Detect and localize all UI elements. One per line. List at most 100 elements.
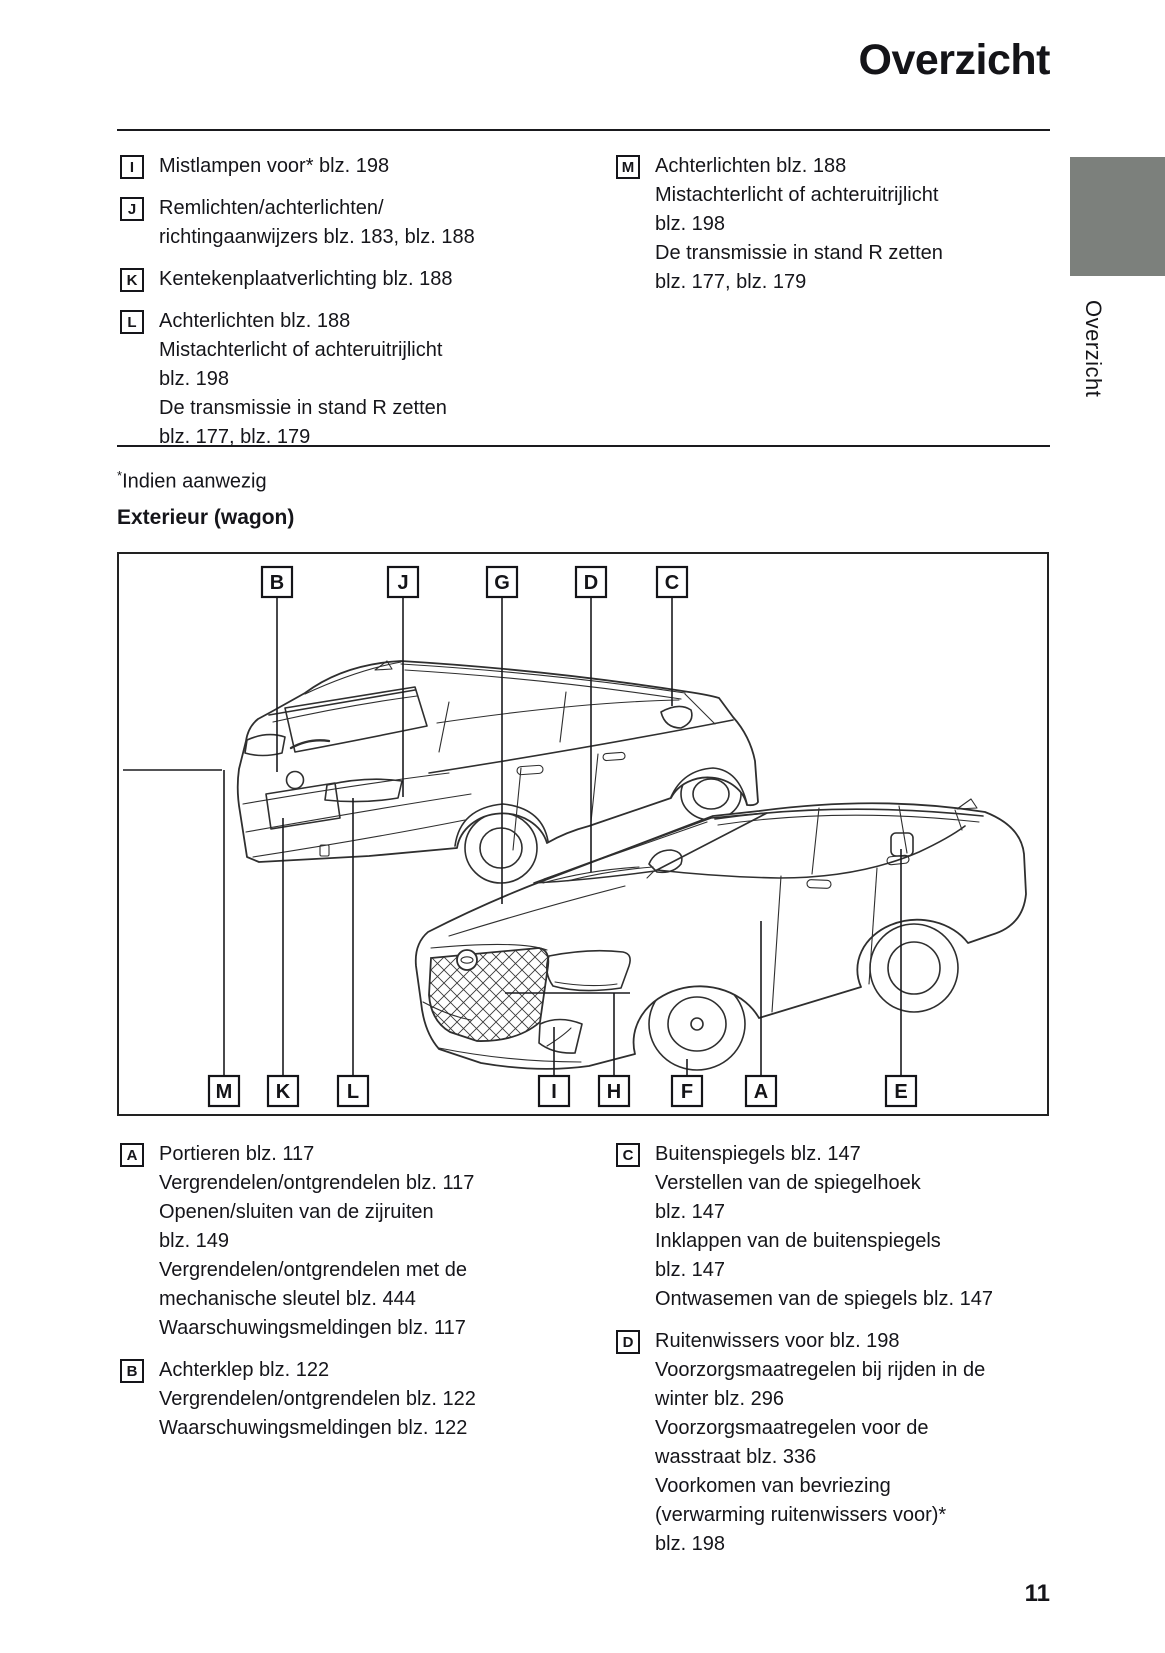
callout-box-K	[266, 1074, 300, 1108]
list-item-D: D Ruitenwissers voor blz. 198 Voorzorgsm…	[616, 1327, 1056, 1559]
item-marker: D	[616, 1330, 640, 1354]
item-line: mechanische sleutel blz. 444	[159, 1288, 416, 1310]
callout-letter: C	[665, 572, 679, 594]
item-line: wasstraat blz. 336	[655, 1446, 817, 1468]
leader-lines	[123, 597, 902, 1076]
footnote: *Indien aanwezig	[117, 468, 267, 494]
wagon-rear-view	[236, 660, 759, 884]
bottom-left-column: A Portieren blz. 117 Vergrendelen/ontgre…	[120, 1140, 585, 1456]
page-title: Overzicht	[858, 36, 1051, 84]
callout-box-H	[597, 1074, 631, 1108]
callout-box-A	[744, 1074, 778, 1108]
item-lines: Ruitenwissers voor blz. 198 Voorzorgsmaa…	[655, 1327, 985, 1559]
item-lines: Remlichten/achterlichten/ richtingaanwij…	[159, 194, 475, 252]
callout-letter: A	[754, 1081, 768, 1103]
item-line: (verwarming ruitenwissers voor)*	[655, 1504, 947, 1526]
callout-box-G	[485, 565, 519, 599]
chapter-tab-label: Overzicht	[1081, 300, 1106, 398]
callout-box-M	[207, 1074, 241, 1108]
page-number: 11	[1024, 1580, 1050, 1607]
item-line: winter blz. 296	[655, 1388, 784, 1410]
callout-box-B	[260, 565, 294, 599]
callout-letter: F	[681, 1081, 693, 1103]
callout-letter: E	[894, 1081, 907, 1103]
item-line: Portieren blz. 117	[159, 1143, 315, 1165]
item-line: richtingaanwijzers blz. 183, blz. 188	[159, 226, 475, 248]
item-marker: I	[120, 155, 144, 179]
list-item-J: J Remlichten/achterlichten/ richtingaanw…	[120, 194, 585, 252]
list-item-K: K Kentekenplaatverlichting blz. 188	[120, 265, 585, 294]
item-lines: Portieren blz. 117 Vergrendelen/ontgrend…	[159, 1140, 474, 1343]
item-marker: B	[120, 1359, 144, 1383]
item-line: Voorzorgsmaatregelen voor de	[655, 1417, 929, 1439]
section-rule	[117, 445, 1050, 447]
item-marker: A	[120, 1143, 144, 1167]
item-line: Ontwasemen van de spiegels blz. 147	[655, 1288, 993, 1310]
item-marker: L	[120, 310, 144, 334]
callout-letter: G	[494, 572, 510, 594]
item-lines: Achterlichten blz. 188 Mistachterlicht o…	[159, 307, 447, 452]
item-line: blz. 147	[655, 1201, 726, 1223]
callout-letter: I	[551, 1081, 557, 1103]
callout-letter: H	[607, 1081, 621, 1103]
callout-letter: B	[270, 572, 284, 594]
list-item-B: B Achterklep blz. 122 Vergrendelen/ontgr…	[120, 1356, 585, 1443]
item-line: Voorzorgsmaatregelen bij rijden in de	[655, 1359, 986, 1381]
item-line: blz. 198	[655, 213, 726, 235]
header-rule	[117, 129, 1050, 131]
footnote-star: *	[117, 468, 123, 483]
callout-letter: D	[584, 572, 598, 594]
callout-letter: K	[276, 1081, 291, 1103]
exterior-diagram: B J G D C M K L I H F	[117, 552, 1049, 1116]
callout-box-J	[386, 565, 420, 599]
item-line: De transmissie in stand R zetten	[655, 242, 943, 264]
callout-box-C	[655, 565, 689, 599]
item-line: Achterklep blz. 122	[159, 1359, 330, 1381]
item-line: Waarschuwingsmeldingen blz. 122	[159, 1417, 468, 1439]
top-right-column: M Achterlichten blz. 188 Mistachterlicht…	[616, 152, 1036, 310]
top-left-column: I Mistlampen voor* blz. 198 J Remlichten…	[120, 152, 585, 465]
list-item-I: I Mistlampen voor* blz. 198	[120, 152, 585, 181]
item-lines: Buitenspiegels blz. 147 Verstellen van d…	[655, 1140, 993, 1314]
item-line: blz. 198	[655, 1533, 726, 1555]
item-line: Vergrendelen/ontgrendelen blz. 122	[159, 1388, 476, 1410]
item-line: Mistachterlicht of achteruitrijlicht	[655, 184, 939, 206]
item-line: Vergrendelen/ontgrendelen blz. 117	[159, 1172, 475, 1194]
item-line: Openen/sluiten van de zijruiten	[159, 1201, 434, 1223]
item-line: Remlichten/achterlichten/	[159, 197, 384, 219]
item-line: Mistlampen voor* blz. 198	[159, 155, 390, 177]
item-line: blz. 177, blz. 179	[159, 426, 311, 448]
item-line: blz. 149	[159, 1230, 230, 1252]
item-line: Verstellen van de spiegelhoek	[655, 1172, 921, 1194]
callout-box-E	[884, 1074, 918, 1108]
item-marker: C	[616, 1143, 640, 1167]
list-item-A: A Portieren blz. 117 Vergrendelen/ontgre…	[120, 1140, 585, 1343]
chapter-tab	[1070, 157, 1165, 276]
callout-labels: B J G D C M K L I H F	[207, 565, 918, 1108]
item-line: blz. 147	[655, 1259, 726, 1281]
item-lines: Kentekenplaatverlichting blz. 188	[159, 265, 453, 294]
callout-box-I	[537, 1074, 571, 1108]
item-line: Kentekenplaatverlichting blz. 188	[159, 268, 453, 290]
item-line: Waarschuwingsmeldingen blz. 117	[159, 1317, 466, 1339]
item-lines: Mistlampen voor* blz. 198	[159, 152, 389, 181]
callout-box-L	[336, 1074, 370, 1108]
item-lines: Achterklep blz. 122 Vergrendelen/ontgren…	[159, 1356, 476, 1443]
bottom-right-column: C Buitenspiegels blz. 147 Verstellen van…	[616, 1140, 1056, 1572]
item-line: Achterlichten blz. 188	[655, 155, 847, 177]
item-marker: J	[120, 197, 144, 221]
item-lines: Achterlichten blz. 188 Mistachterlicht o…	[655, 152, 943, 297]
item-marker: M	[616, 155, 640, 179]
item-line: blz. 177, blz. 179	[655, 271, 807, 293]
callout-box-D	[574, 565, 608, 599]
callout-letter: J	[397, 572, 408, 594]
list-item-M: M Achterlichten blz. 188 Mistachterlicht…	[616, 152, 1036, 297]
footnote-text: Indien aanwezig	[122, 470, 267, 493]
item-marker: K	[120, 268, 144, 292]
item-line: Inklappen van de buitenspiegels	[655, 1230, 941, 1252]
item-line: Ruitenwissers voor blz. 198	[655, 1330, 900, 1352]
wagon-front-view	[414, 798, 1027, 1071]
item-line: De transmissie in stand R zetten	[159, 397, 447, 419]
callout-letter: M	[216, 1081, 233, 1103]
